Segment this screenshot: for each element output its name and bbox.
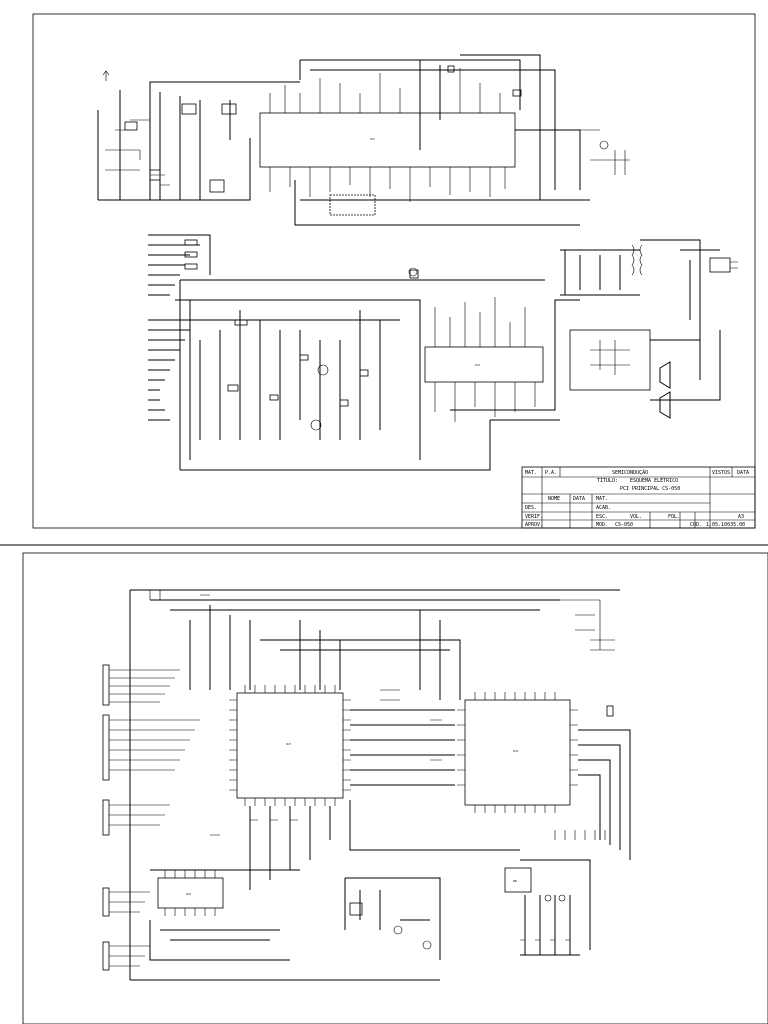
mcu-label: IC3 xyxy=(286,742,291,746)
mcu-chip: IC3 xyxy=(229,685,351,806)
tb-title-line2: PCI PRINCIPAL CS-050 xyxy=(620,486,680,492)
tb-verif: VERIF. xyxy=(525,514,543,520)
tb-title-label: TÍTULO: xyxy=(597,476,618,484)
sheet1-frame xyxy=(32,13,756,529)
tb-fol: FOL. xyxy=(668,514,680,520)
driver-label: IC4 xyxy=(513,749,518,753)
tb-acab: ACAB. xyxy=(596,505,611,511)
main-ic-label: IC1 xyxy=(370,137,375,141)
tb-cod-val: 1.05.10035.00 xyxy=(706,522,745,528)
tb-data: DATA xyxy=(737,470,749,476)
shift-register: IC5 xyxy=(149,869,300,961)
tb-aprov: APROV. xyxy=(525,522,543,528)
tb-mod: MOD. xyxy=(596,522,608,528)
sheet2-frame xyxy=(22,552,768,1024)
tb-cod: COD. xyxy=(690,522,702,528)
tb-mat2: MAT. xyxy=(596,496,608,502)
tb-fmt: A3 xyxy=(738,514,744,520)
tb-title-line1: ESQUEMA ELÉTRICO xyxy=(630,476,678,484)
driver-chip: IC4 xyxy=(350,692,631,860)
tb-date-col: DATA xyxy=(573,496,585,502)
display-label: 88 xyxy=(513,879,517,883)
left-connectors xyxy=(102,664,200,971)
tb-des: DES. xyxy=(525,505,537,511)
shift-label: IC5 xyxy=(186,892,191,896)
tb-esc: ESC. xyxy=(596,514,608,520)
tb-company: SEMICONDUÇÃO xyxy=(612,469,648,476)
tb-vol: VOL. xyxy=(630,514,642,520)
tb-mod-val: CS-050 xyxy=(615,522,633,528)
tb-vistos: VISTOS xyxy=(712,470,730,476)
title-block: MAT. P.A. SEMICONDUÇÃO VISTOS DATA TÍTUL… xyxy=(521,466,756,529)
top-right-network xyxy=(294,54,630,226)
tb-pa: P.A. xyxy=(545,470,557,476)
tb-mat: MAT. xyxy=(525,470,537,476)
sheet2: IC3 IC4 IC5 88 xyxy=(22,552,768,1024)
power-supply xyxy=(560,239,738,419)
tb-rev-col: NOME xyxy=(548,496,560,502)
main-ic: IC1 xyxy=(259,63,516,202)
audio-section xyxy=(175,267,545,471)
amp-ic: IC2 xyxy=(424,297,580,422)
seven-segment-display: 88 xyxy=(504,859,591,956)
input-connectors xyxy=(148,234,211,421)
amp-ic-label: IC2 xyxy=(475,363,480,367)
tuner-section xyxy=(97,70,300,201)
